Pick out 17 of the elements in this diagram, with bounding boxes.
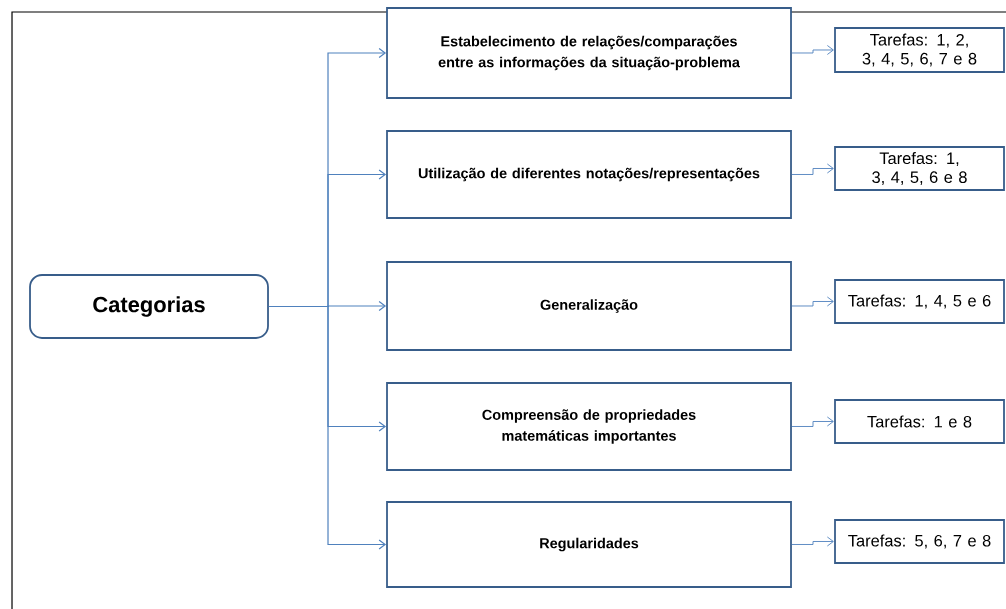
arrow	[791, 45, 834, 55]
category-box: Generalização	[386, 261, 792, 351]
arrow	[791, 296, 834, 307]
category-box: Estabelecimento de relações/comparações entre as informações da situação-problema	[386, 7, 792, 99]
category-box: Categorias	[29, 274, 269, 339]
arrow	[791, 163, 834, 175]
arrow	[791, 536, 834, 547]
task-box: Tarefas: 5, 6, 7 e 8	[834, 519, 1005, 564]
arrow	[791, 416, 834, 427]
task-box: Tarefas: 1 e 8	[834, 399, 1005, 444]
category-box: Compreensão de propriedades matemáticas importantes	[386, 382, 792, 471]
task-box: Tarefas: 1, 4, 5 e 6	[834, 279, 1005, 324]
task-box: Tarefas: 1, 2, 3, 4, 5, 6, 7 e 8	[834, 27, 1005, 73]
category-box: Regularidades	[386, 501, 792, 588]
category-box: Utilização de diferentes notações/representações	[386, 130, 792, 219]
arrow	[268, 305, 387, 550]
task-box: Tarefas: 1, 3, 4, 5, 6 e 8	[834, 146, 1005, 191]
